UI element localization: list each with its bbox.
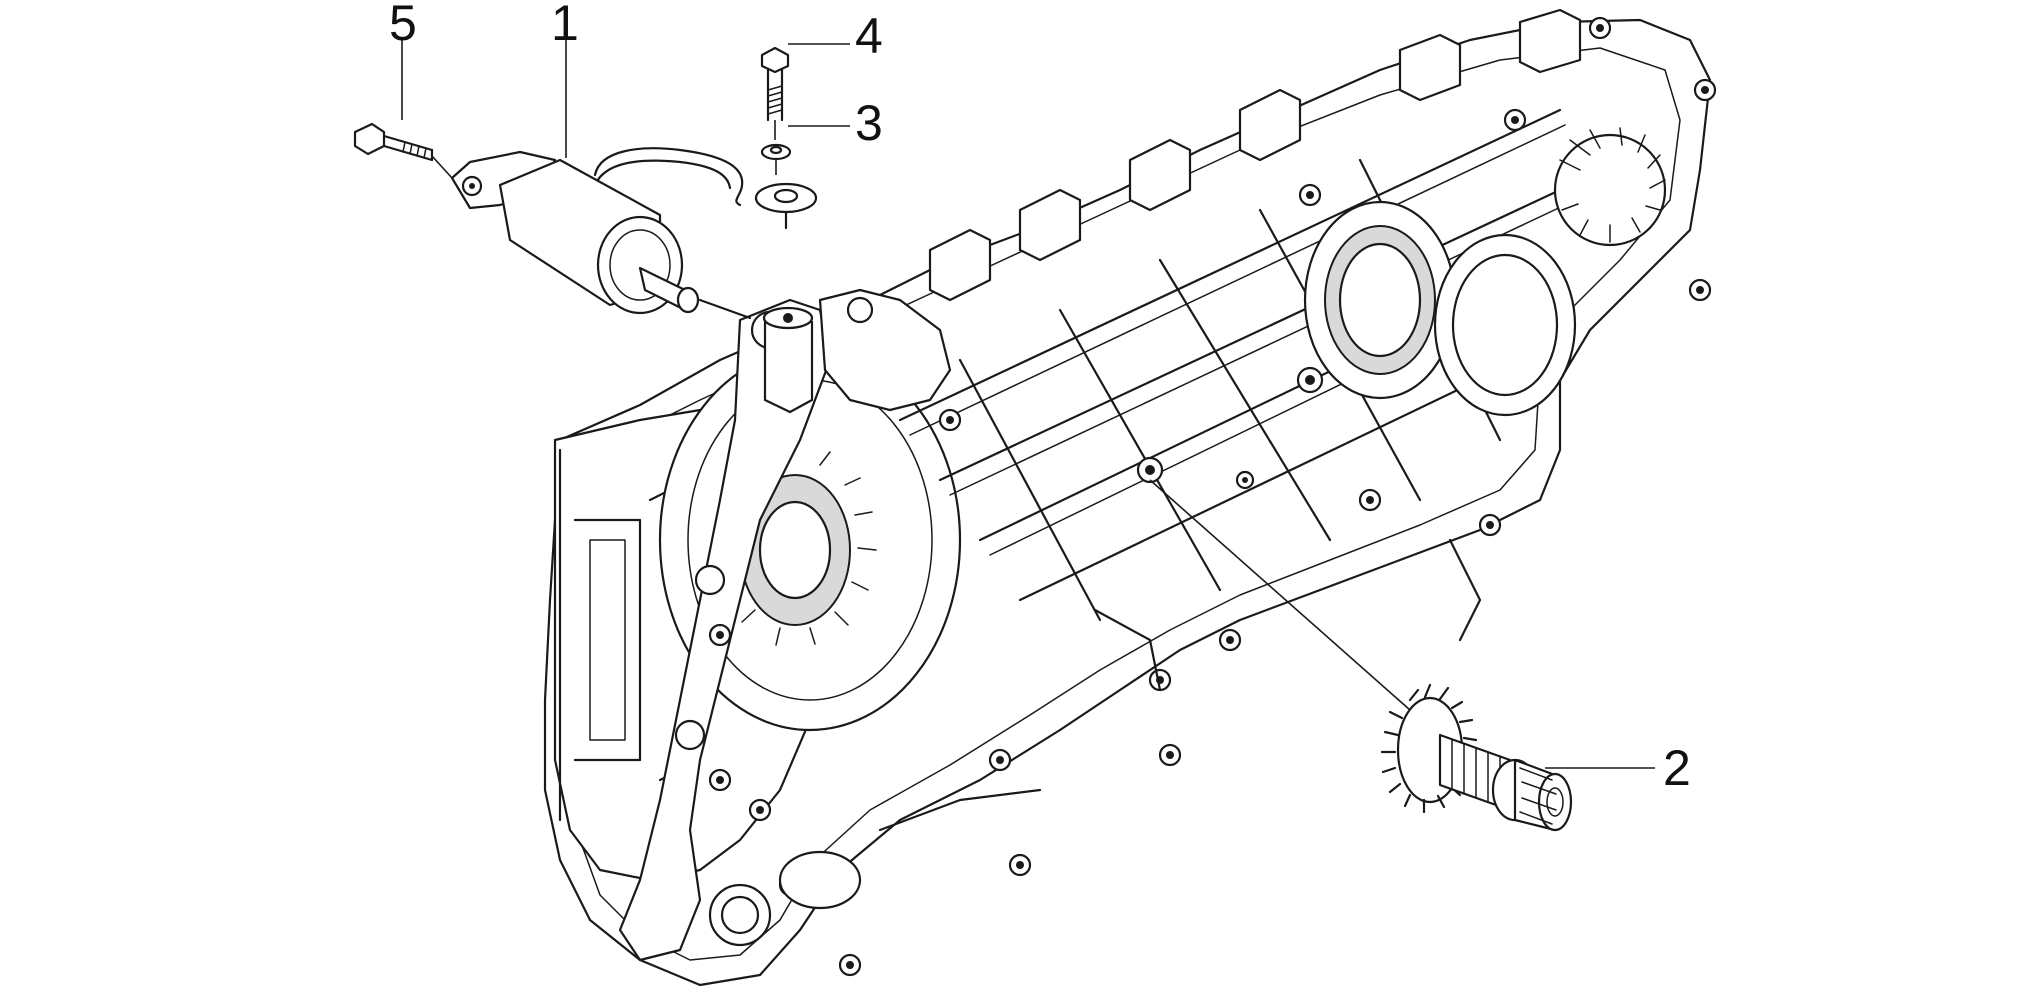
starter-gear <box>1149 479 1573 832</box>
starter-motor <box>450 147 752 320</box>
callout-5: 5 <box>389 0 417 51</box>
callout-2: 2 <box>1663 740 1691 796</box>
bolt-part-4 <box>760 46 790 140</box>
callout-labels: 5 1 4 3 2 <box>389 0 1691 796</box>
washer-part-3 <box>754 143 818 230</box>
callout-4: 4 <box>855 8 883 64</box>
rim-bolt-holes <box>708 16 1717 977</box>
callout-leaders <box>401 40 1655 769</box>
callout-1: 1 <box>551 0 579 51</box>
bolt-part-5 <box>353 122 453 179</box>
crankcase <box>543 8 1717 987</box>
callout-3: 3 <box>855 95 883 151</box>
